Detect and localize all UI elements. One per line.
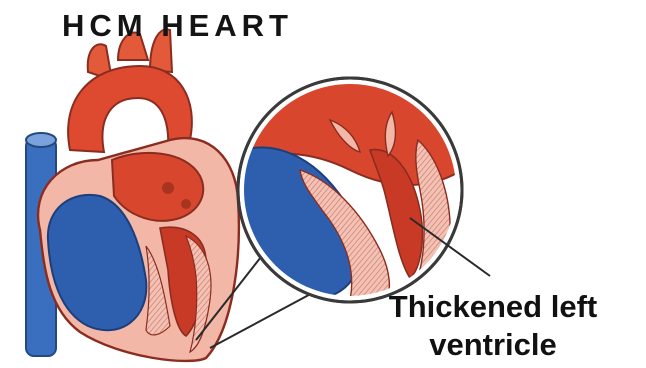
diagram-title: HCM HEART	[62, 8, 293, 44]
aorta	[68, 29, 192, 152]
callout-line-2: ventricle	[358, 326, 628, 364]
heart-body	[38, 138, 239, 361]
magnifier-lens	[238, 77, 462, 302]
callout-line-1: Thickened left	[358, 288, 628, 326]
thickened-ventricle-label: Thickened left ventricle	[358, 288, 628, 364]
